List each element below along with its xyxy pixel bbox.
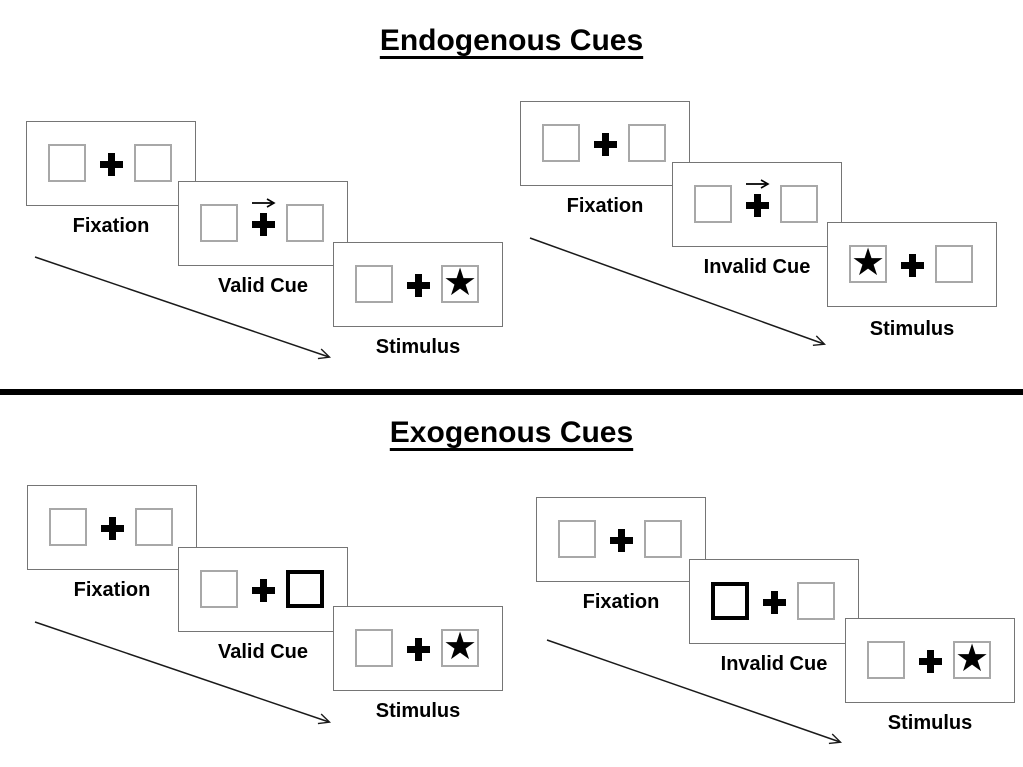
panel-label: Invalid Cue [703, 256, 811, 278]
panel-label: Stimulus [887, 712, 973, 734]
panel-label: Fixation [73, 579, 151, 601]
panel-label: Valid Cue [217, 641, 309, 663]
fixation-cross-icon [901, 254, 924, 277]
placeholder-box-left [200, 570, 238, 608]
fixation-cross-icon [100, 153, 123, 176]
section-divider [0, 389, 1023, 395]
panel-label: Valid Cue [217, 275, 309, 297]
target-box-right: ★ [441, 624, 479, 668]
endo-valid-stimulus-panel: ★ [333, 242, 503, 327]
placeholder-box-right [780, 185, 818, 223]
placeholder-box-left [200, 204, 238, 242]
endo-invalid-fixation-panel [520, 101, 690, 186]
exo-invalid-fixation-panel [536, 497, 706, 582]
exo-valid-cue-panel [178, 547, 348, 632]
star-stimulus-icon: ★ [954, 636, 990, 680]
highlighted-cue-box-left [711, 582, 749, 620]
fixation-cross-icon [746, 194, 769, 217]
placeholder-box-left [558, 520, 596, 558]
placeholder-box-left [48, 144, 86, 182]
placeholder-box-left [355, 629, 393, 667]
exo-invalid-cue-panel [689, 559, 859, 644]
target-box-right: ★ [953, 636, 991, 680]
panel-label: Stimulus [869, 318, 955, 340]
exo-valid-stimulus-panel: ★ [333, 606, 503, 691]
fixation-cross-icon [610, 529, 633, 552]
endo-invalid-stimulus-panel: ★ [827, 222, 997, 307]
endogenous-section-title: Endogenous Cues [379, 24, 644, 57]
placeholder-box-right [135, 508, 173, 546]
exogenous-section-title: Exogenous Cues [389, 416, 634, 449]
fixation-cross-icon [407, 274, 430, 297]
fixation-cross-icon [594, 133, 617, 156]
endo-valid-cue-panel [178, 181, 348, 266]
placeholder-box-right [628, 124, 666, 162]
timeline-arrow-exo-valid [34, 621, 329, 722]
placeholder-box-right [134, 144, 172, 182]
panel-label: Fixation [566, 195, 644, 217]
cue-arrow-right-icon [746, 179, 770, 189]
exo-invalid-stimulus-panel: ★ [845, 618, 1015, 703]
timeline-arrow-endo-valid [34, 256, 329, 357]
panel-label: Stimulus [375, 700, 461, 722]
target-box-left: ★ [849, 240, 887, 284]
panel-label: Fixation [582, 591, 660, 613]
endo-valid-fixation-panel [26, 121, 196, 206]
placeholder-box-right [286, 204, 324, 242]
placeholder-box-left [867, 641, 905, 679]
placeholder-box-right [935, 245, 973, 283]
placeholder-box-right [644, 520, 682, 558]
endo-invalid-cue-panel [672, 162, 842, 247]
fixation-cross-icon [252, 213, 275, 236]
cue-arrow-right-icon [252, 198, 276, 208]
fixation-cross-icon [919, 650, 942, 673]
star-stimulus-icon: ★ [442, 260, 478, 304]
placeholder-box-left [49, 508, 87, 546]
highlighted-cue-box-right [286, 570, 324, 608]
fixation-cross-icon [252, 579, 275, 602]
timeline-arrow-endo-invalid [529, 237, 824, 344]
placeholder-box-right [797, 582, 835, 620]
panel-label: Fixation [72, 215, 150, 237]
panel-label: Stimulus [375, 336, 461, 358]
exo-valid-fixation-panel [27, 485, 197, 570]
star-stimulus-icon: ★ [442, 624, 478, 668]
fixation-cross-icon [763, 591, 786, 614]
fixation-cross-icon [407, 638, 430, 661]
star-stimulus-icon: ★ [850, 240, 886, 284]
placeholder-box-left [355, 265, 393, 303]
fixation-cross-icon [101, 517, 124, 540]
panel-label: Invalid Cue [720, 653, 828, 675]
placeholder-box-left [542, 124, 580, 162]
target-box-right: ★ [441, 260, 479, 304]
placeholder-box-left [694, 185, 732, 223]
